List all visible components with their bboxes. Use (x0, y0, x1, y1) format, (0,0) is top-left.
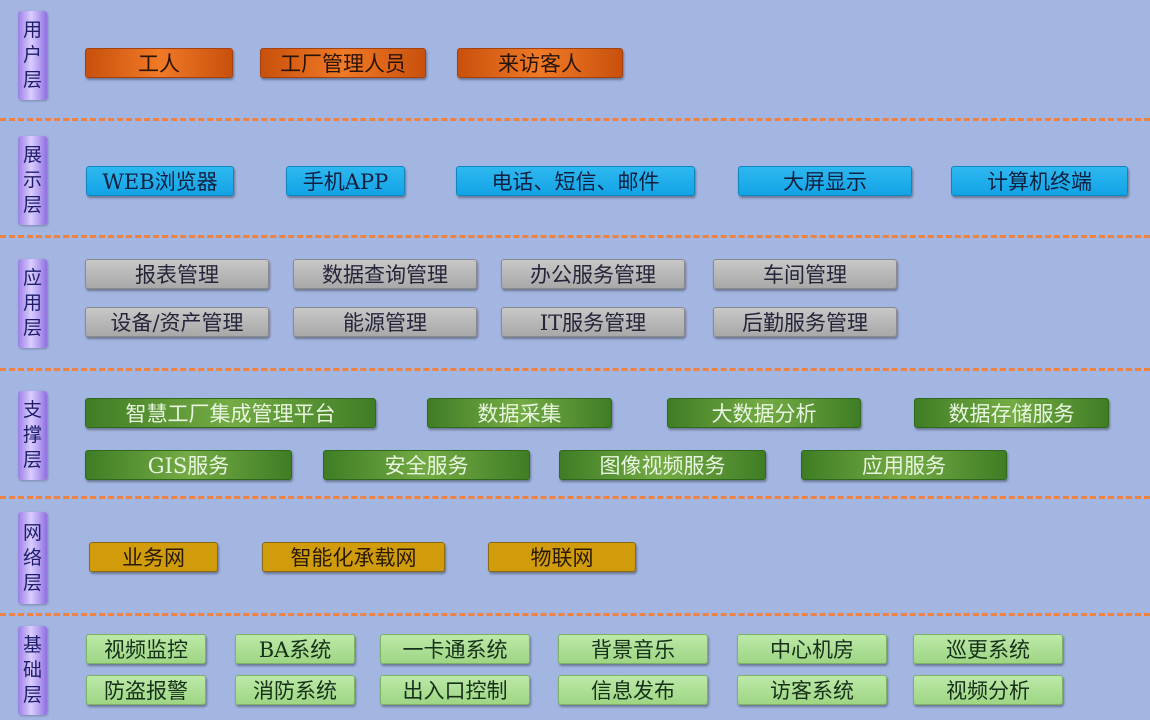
infra-video-surveillance: 视频监控 (86, 634, 206, 664)
display-computer-terminal: 计算机终端 (951, 166, 1128, 196)
layer-label-infrastructure: 基础层 (18, 626, 47, 715)
infra-visitor-system: 访客系统 (737, 675, 887, 705)
infra-fire-system: 消防系统 (235, 675, 355, 705)
layer-label-application: 应用层 (18, 259, 47, 348)
app-equipment-asset-management: 设备/资产管理 (85, 307, 269, 337)
user-factory-manager: 工厂管理人员 (260, 48, 426, 78)
infra-video-analysis: 视频分析 (913, 675, 1063, 705)
layer-divider (0, 235, 1150, 238)
support-data-storage-service: 数据存储服务 (914, 398, 1109, 428)
app-report-management: 报表管理 (85, 259, 269, 289)
infra-burglar-alarm: 防盗报警 (86, 675, 206, 705)
layer-label-support: 支撑层 (18, 391, 47, 480)
app-logistics-service-management: 后勤服务管理 (713, 307, 897, 337)
layer-divider (0, 496, 1150, 499)
network-intelligent-carrier: 智能化承载网 (262, 542, 445, 572)
app-data-query-management: 数据查询管理 (293, 259, 477, 289)
infra-background-music: 背景音乐 (558, 634, 708, 664)
support-image-video-service: 图像视频服务 (559, 450, 766, 480)
app-office-service-management: 办公服务管理 (501, 259, 685, 289)
layer-label-user: 用户层 (18, 11, 47, 100)
app-it-service-management: IT服务管理 (501, 307, 685, 337)
display-web-browser: WEB浏览器 (86, 166, 234, 196)
app-workshop-management: 车间管理 (713, 259, 897, 289)
layer-divider (0, 118, 1150, 121)
support-gis-service: GIS服务 (85, 450, 292, 480)
support-data-collection: 数据采集 (427, 398, 612, 428)
infra-patrol-system: 巡更系统 (913, 634, 1063, 664)
user-visitor: 来访客人 (457, 48, 623, 78)
layer-divider (0, 368, 1150, 371)
display-mobile-app: 手机APP (286, 166, 405, 196)
support-big-data-analysis: 大数据分析 (667, 398, 861, 428)
layer-divider (0, 613, 1150, 616)
infra-central-machine-room: 中心机房 (737, 634, 887, 664)
infra-ba-system: BA系统 (235, 634, 355, 664)
support-security-service: 安全服务 (323, 450, 530, 480)
infra-card-system: 一卡通系统 (380, 634, 530, 664)
display-phone-sms-email: 电话、短信、邮件 (456, 166, 695, 196)
support-integrated-platform: 智慧工厂集成管理平台 (85, 398, 376, 428)
layer-label-network: 网络层 (18, 512, 47, 604)
app-energy-management: 能源管理 (293, 307, 477, 337)
support-application-service: 应用服务 (801, 450, 1007, 480)
infra-access-control: 出入口控制 (380, 675, 530, 705)
network-business: 业务网 (89, 542, 218, 572)
layer-label-display: 展示层 (18, 136, 47, 225)
infra-information-release: 信息发布 (558, 675, 708, 705)
network-iot: 物联网 (488, 542, 636, 572)
display-big-screen: 大屏显示 (738, 166, 912, 196)
user-worker: 工人 (85, 48, 233, 78)
